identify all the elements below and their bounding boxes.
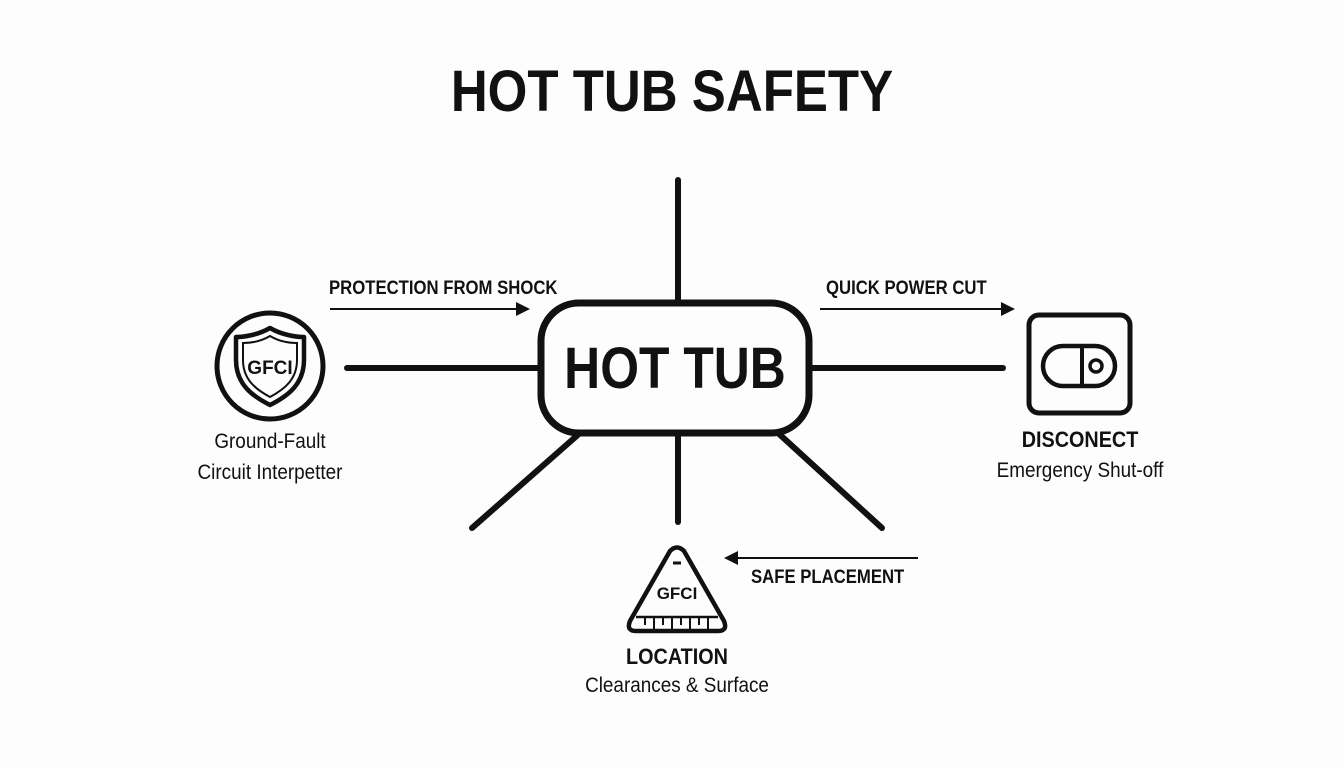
page-title: HOT TUB SAFETY — [450, 59, 894, 124]
connector-label-protection: PROTECTION FROM SHOCK — [329, 278, 558, 299]
gfci-label-line1: Ground-Fault — [214, 430, 326, 453]
gfci-label-line2: Circuit Interpetter — [197, 461, 343, 484]
location-title: LOCATION — [626, 644, 728, 669]
arrow-placement — [724, 551, 918, 565]
disconnect-title: DISCONECT — [1021, 427, 1139, 452]
arrow-protection — [330, 302, 530, 316]
hub-box — [537, 299, 813, 437]
location-subtitle: Clearances & Surface — [585, 674, 769, 697]
arrow-power-cut — [820, 302, 1015, 316]
spoke-bottom-right — [775, 430, 885, 531]
disconnect-subtitle: Emergency Shut-off — [996, 459, 1164, 482]
warning-triangle-icon: GFCI — [626, 545, 728, 634]
connector-label-placement: SAFE PLACEMENT — [751, 567, 905, 588]
spoke-bottom-left — [469, 430, 583, 531]
shield-icon: GFCI — [214, 310, 326, 422]
connector-label-power-cut: QUICK POWER CUT — [826, 278, 987, 299]
hub-label: HOT TUB — [564, 335, 786, 401]
shield-icon-text: GFCI — [247, 358, 292, 379]
triangle-icon-text: GFCI — [657, 584, 698, 603]
toggle-switch-icon — [1026, 312, 1133, 416]
